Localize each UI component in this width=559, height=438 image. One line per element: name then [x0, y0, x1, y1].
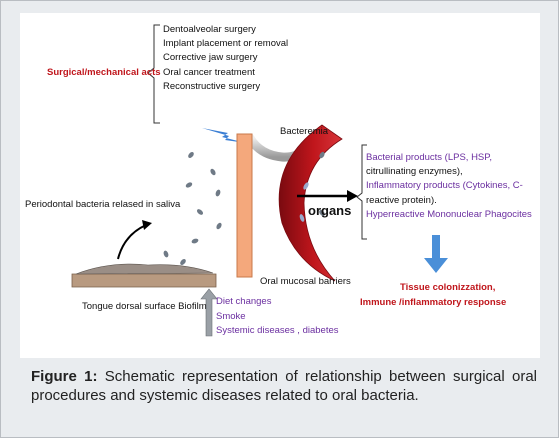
- product-item: Inflammatory products (Cytokines, C-: [366, 180, 523, 191]
- down-arrow: [424, 235, 448, 273]
- outcome-line: Immune /inflammatory response: [360, 297, 507, 308]
- outcome-line: Tissue colonizzation,: [400, 282, 496, 293]
- product-item: Bacterial products (LPS, HSP,: [366, 152, 493, 163]
- organs-label: organs: [308, 203, 352, 218]
- caption-text: Schematic representation of relationship…: [31, 368, 538, 404]
- procedure-item: Corrective jaw surgery: [163, 52, 258, 63]
- products-brace: [356, 144, 367, 240]
- procedure-item: Implant placement or removal: [163, 38, 289, 49]
- organ-crescent: [278, 124, 343, 282]
- procedure-item: Dentoalveolar surgery: [163, 24, 256, 35]
- product-item: citrullinating enzymes),: [366, 166, 463, 177]
- factor-item: Diet changes: [216, 296, 272, 307]
- oral-mucosal-barrier: [236, 133, 253, 278]
- factors-arrow: [200, 288, 218, 337]
- biofilm-label: Tongue dorsal surface Biofilm: [82, 301, 207, 312]
- procedure-item: Oral cancer treatment: [163, 67, 255, 78]
- biofilm-slab: [71, 273, 217, 288]
- caption-label: Figure 1:: [31, 368, 98, 385]
- diagram-panel: Dentoalveolar surgery Implant placement …: [20, 13, 540, 358]
- diagram-graphics: [71, 24, 448, 337]
- procedure-item: Reconstructive surgery: [163, 81, 261, 92]
- saliva-arrow: [117, 224, 147, 260]
- bacteria-dots: [163, 151, 325, 266]
- surgical-label: Surgical/mechanical acts: [47, 67, 161, 78]
- product-item: Hyperreactive Mononuclear Phagocites: [366, 209, 532, 220]
- procedures-brace: [147, 24, 160, 124]
- periodontal-label: Periodontal bacteria relased in saliva: [25, 199, 181, 210]
- factor-item: Smoke: [216, 311, 246, 322]
- factor-item: Systemic diseases , diabetes: [216, 325, 339, 336]
- bacteremia-label: Bacteremia: [280, 126, 329, 137]
- figure-caption: Figure 1: Schematic representation of re…: [31, 367, 537, 405]
- barrier-label: Oral mucosal barriers: [260, 276, 351, 287]
- product-item: reactive protein).: [366, 195, 437, 206]
